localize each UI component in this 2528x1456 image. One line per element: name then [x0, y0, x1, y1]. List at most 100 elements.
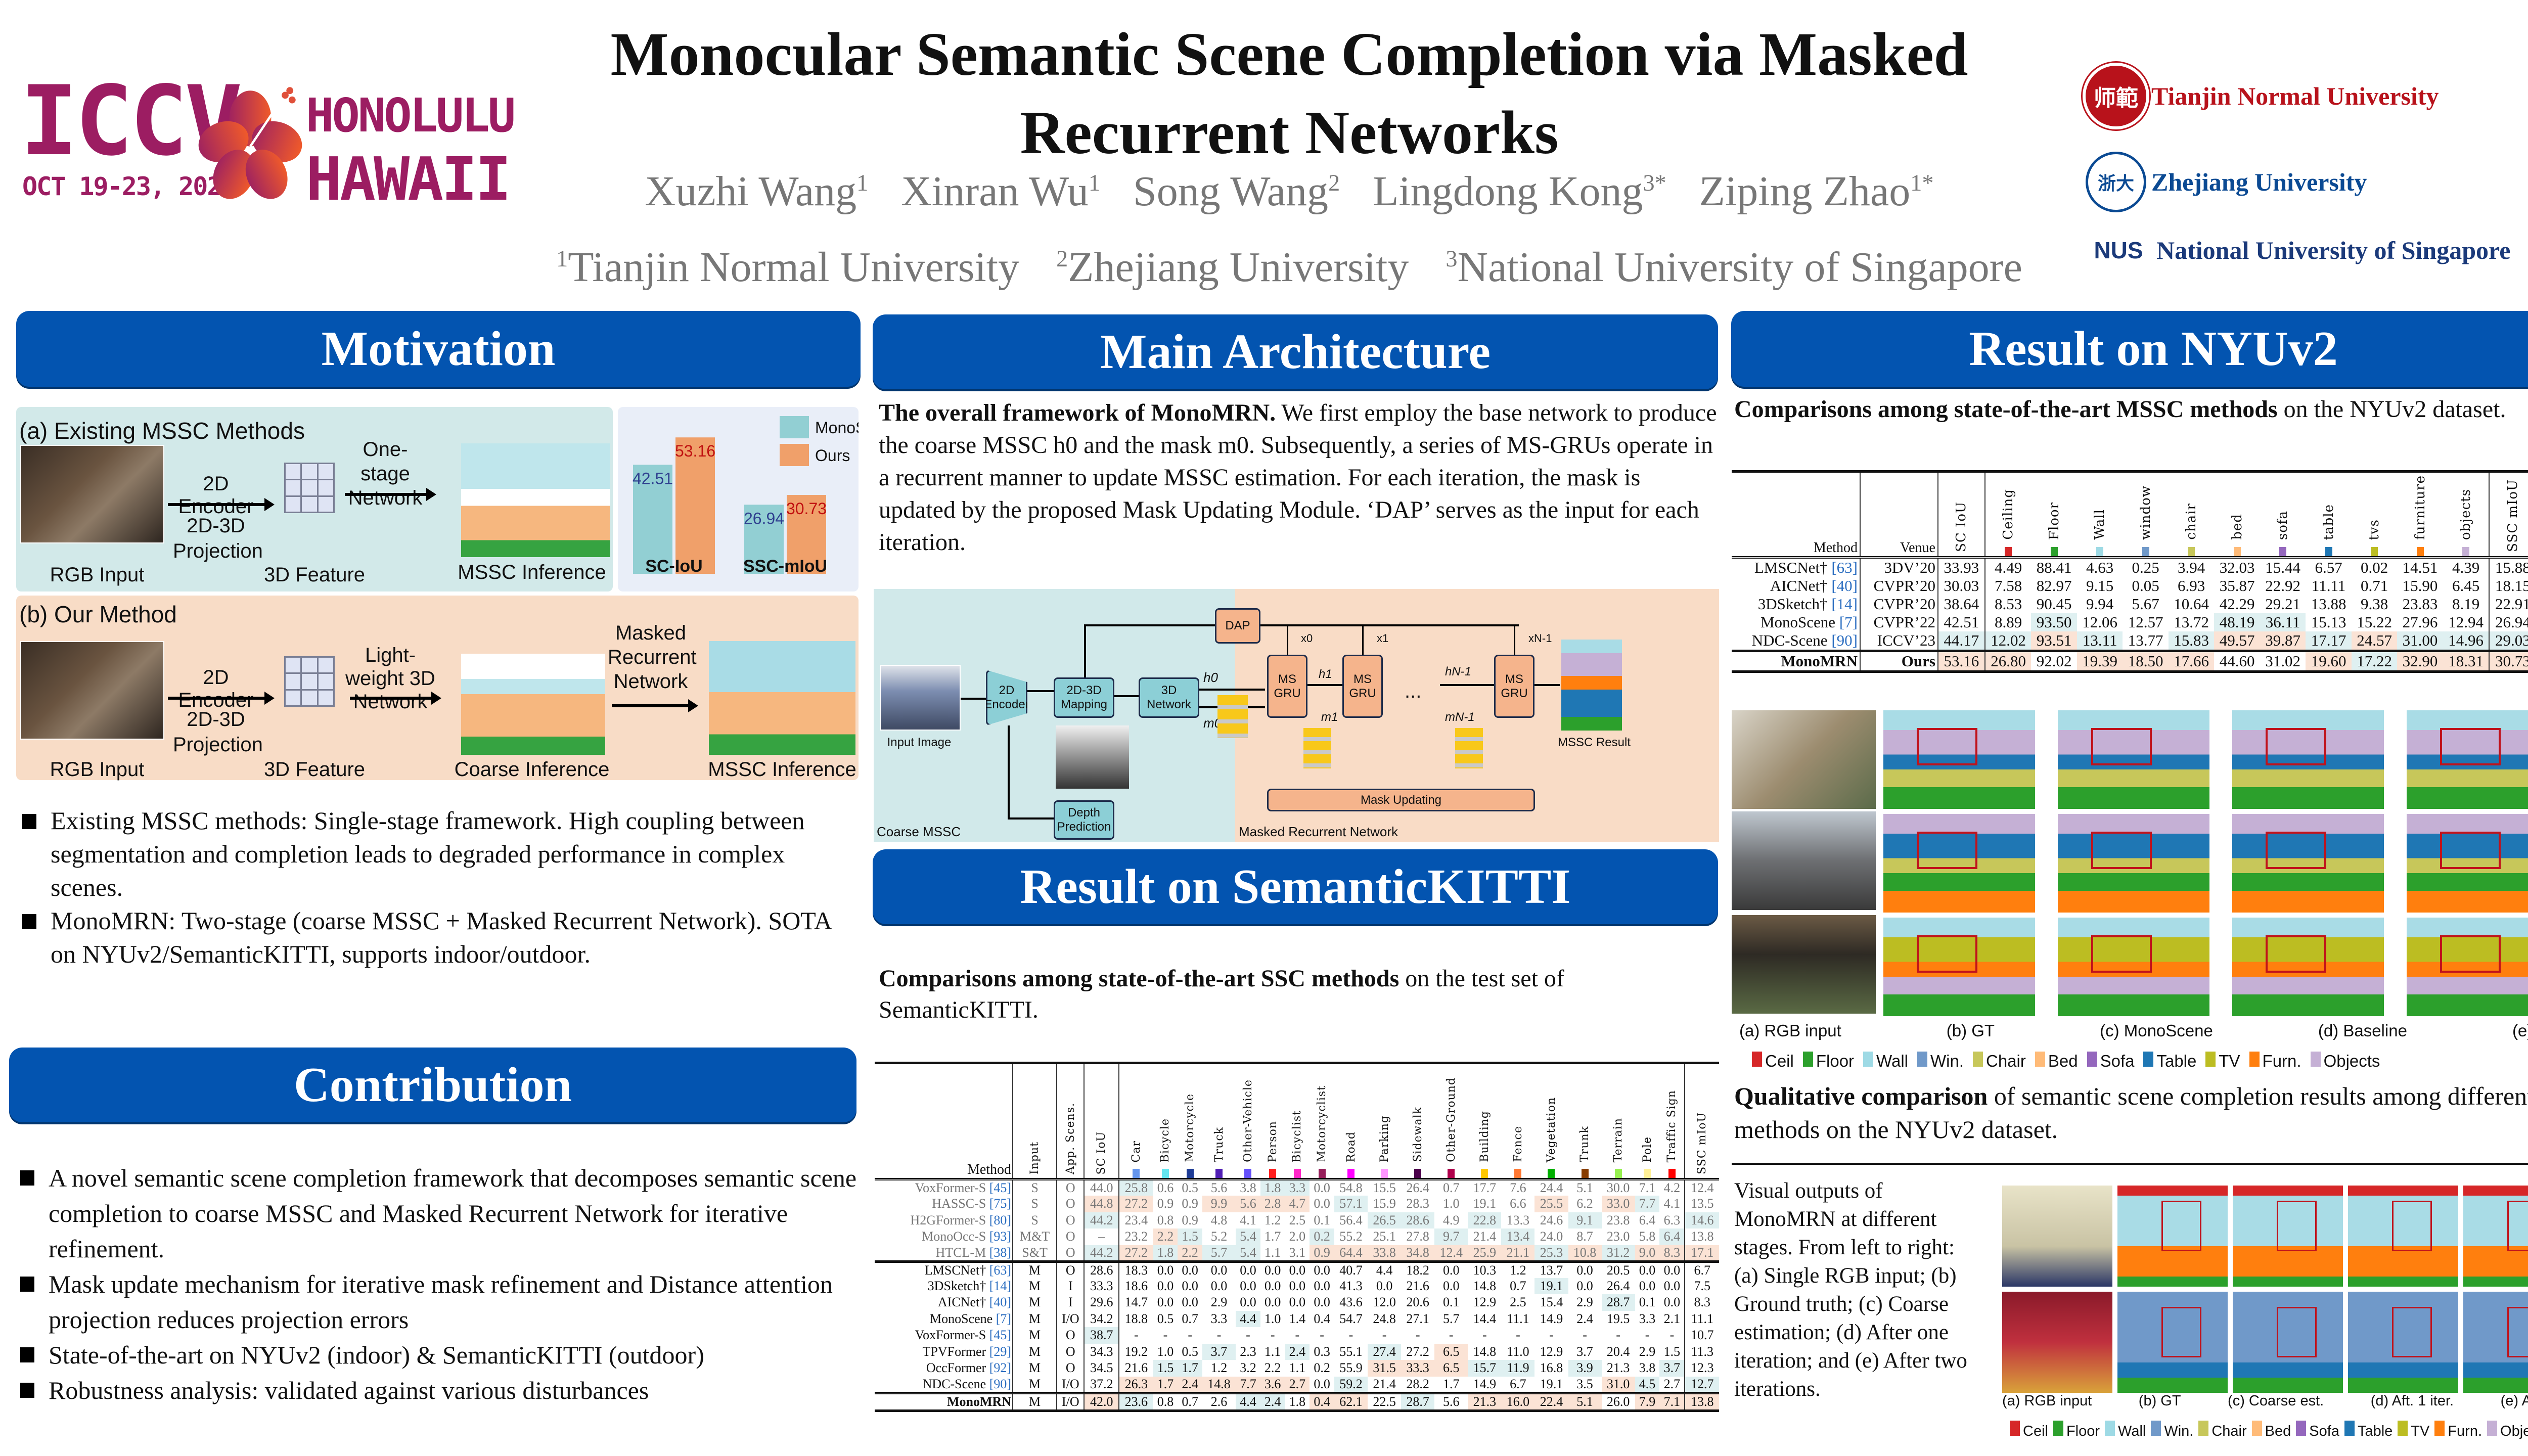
table-cell: 11.11 [2311, 577, 2346, 595]
ssc-render [2407, 918, 2528, 1016]
table-cell: - [1246, 1328, 1250, 1343]
arrow-icon [168, 498, 275, 511]
class-color-swatch [1244, 1169, 1252, 1178]
table-cell: 34.2 [1084, 1310, 1120, 1327]
citation-link[interactable]: [7] [1835, 613, 1858, 631]
legend-swatch [2087, 1052, 2097, 1067]
caption-text: of semantic scene completion results amo… [1734, 1082, 2528, 1144]
method-label: NDC-Scene [922, 1376, 986, 1391]
2d-3d-mapping-block: 2D-3D Mapping [1054, 677, 1114, 718]
citation-link[interactable]: [90] [986, 1376, 1012, 1391]
table-cell: 15.4 [1540, 1295, 1563, 1310]
legend-swatch [1752, 1052, 1762, 1067]
citation-link[interactable]: [45] [986, 1180, 1012, 1195]
title-line-1: Monocular Semantic Scene Completion via … [610, 20, 1968, 88]
table-cell: 8.7 [1576, 1229, 1593, 1244]
legend-item: Ceil [2010, 1421, 2048, 1440]
table-cell: 0.5 [1182, 1344, 1198, 1359]
table-cell: 0.0 [1314, 1278, 1330, 1293]
citation-link[interactable]: [7] [992, 1311, 1012, 1326]
table-cell: 1.1 [1289, 1360, 1306, 1376]
bar-value-label: 30.73 [786, 499, 827, 518]
citation-link[interactable]: [14] [986, 1278, 1012, 1293]
table-cell: 12.94 [2448, 613, 2484, 631]
class-color-swatch [1186, 1169, 1194, 1178]
method-label: AICNet† [1770, 577, 1828, 595]
highlight-box [2392, 1201, 2432, 1251]
table-cell: 0.02 [2360, 559, 2388, 576]
table-cell: 26.80 [1984, 651, 2032, 672]
table-cell: 2.5 [1289, 1212, 1306, 1227]
citation-link[interactable]: [40] [986, 1295, 1012, 1310]
method-name: MonoScene [7] [875, 1310, 1014, 1327]
citation-link[interactable]: [14] [1827, 595, 1858, 613]
table-cell: I [1057, 1278, 1085, 1294]
conference-state: HAWAII [306, 144, 511, 214]
citation-link[interactable]: [80] [986, 1212, 1012, 1227]
legend-label: Table [2156, 1052, 2197, 1070]
column-label: Parking [1378, 1115, 1391, 1162]
hibiscus-icon [198, 87, 302, 199]
light-weight-network-label: Light-weight 3D Network [345, 644, 435, 713]
citation-link[interactable]: [93] [986, 1229, 1012, 1244]
qual-method-labels: (a) RGB input(b) GT(c) MonoScene(d) Base… [1739, 1021, 2528, 1040]
table-cell: - [1549, 1328, 1554, 1343]
citation-link[interactable]: [29] [986, 1344, 1012, 1359]
table-cell: 1.0 [1157, 1344, 1174, 1359]
column-label: Fence [1511, 1126, 1524, 1162]
column-header: table [2306, 472, 2351, 558]
method-label: MonoScene [1760, 613, 1836, 631]
table-cell: 4.2 [1663, 1180, 1681, 1195]
column-label: SC IoU [1954, 502, 1969, 552]
method-label: LMSCNet† [1754, 559, 1828, 576]
table-cell: I/O [1057, 1376, 1085, 1393]
arrow-icon [168, 692, 275, 705]
mssc-inference-label: MSSC Inference [458, 561, 606, 583]
table-cell: 6.93 [2178, 577, 2205, 595]
citation-link[interactable]: [75] [986, 1196, 1012, 1211]
table-cell: 4.49 [1994, 559, 2022, 576]
method-name: AICNet† [40] [875, 1294, 1014, 1311]
table-cell: 27.2 [1119, 1196, 1153, 1212]
table-cell: 4.63 [2086, 559, 2114, 576]
table-cell: 0.5 [1182, 1180, 1198, 1195]
method-column-label: (e) Aft. 2 iter. [2500, 1393, 2528, 1409]
table-cell: 17.7 [1473, 1180, 1497, 1195]
ssc-render [2232, 710, 2384, 809]
depth-map-image [1056, 725, 1129, 789]
table-cell: 82.97 [2036, 577, 2072, 595]
ssc-render [2407, 710, 2528, 809]
citation-link[interactable]: [38] [986, 1245, 1012, 1260]
table-cell: 33.3 [1084, 1278, 1120, 1294]
column-label: Bicyclist [1291, 1110, 1304, 1162]
legend-item: Sofa [2296, 1421, 2339, 1440]
citation-link[interactable]: [92] [986, 1360, 1012, 1376]
table-cell: - [1270, 1328, 1275, 1343]
table-cell: 33.0 [1601, 1196, 1635, 1212]
table-cell: 24.57 [2351, 631, 2398, 651]
table-cell: 4.4 [1236, 1393, 1260, 1410]
citation-link[interactable]: [63] [1827, 559, 1858, 576]
citation-link[interactable]: [90] [1827, 631, 1858, 649]
legend-item: Win. [1917, 1052, 1964, 1071]
table-cell: 0.7 [1182, 1311, 1198, 1326]
table-cell: 2.4 [1576, 1311, 1593, 1326]
class-color-swatch [2142, 547, 2149, 556]
table-cell: 44.0 [1084, 1179, 1120, 1196]
table-cell: 0.8 [1157, 1212, 1174, 1227]
column-header: Fence [1501, 1063, 1534, 1179]
ssc-render [2117, 1186, 2228, 1287]
table-cell: 11.3 [1684, 1343, 1719, 1360]
citation-link[interactable]: [40] [1827, 577, 1858, 595]
citation-link[interactable]: [63] [986, 1262, 1012, 1278]
column-header: Bicyclist [1285, 1063, 1310, 1179]
class-color-swatch [2325, 547, 2332, 556]
legend-swatch [2251, 1421, 2262, 1436]
one-stage-label: One-stage Network [348, 438, 423, 509]
citation-link[interactable]: [45] [986, 1328, 1012, 1343]
table-cell: 18.8 [1124, 1311, 1148, 1326]
legend-swatch [2105, 1421, 2115, 1436]
table-cell: 33.8 [1368, 1245, 1402, 1261]
column-header: bed [2214, 472, 2260, 558]
